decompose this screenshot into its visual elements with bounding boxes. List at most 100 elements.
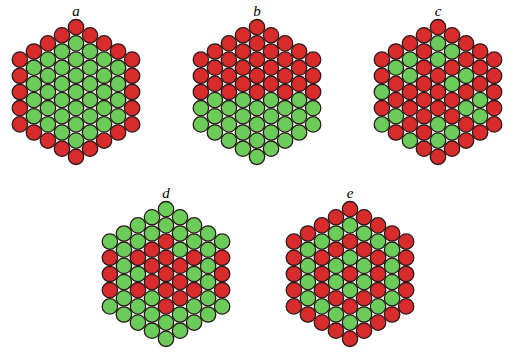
atom — [124, 101, 139, 116]
atom — [370, 283, 385, 298]
atom — [277, 52, 292, 67]
atom — [102, 234, 117, 249]
atom — [68, 52, 83, 67]
atom — [110, 76, 125, 91]
atom — [430, 68, 445, 83]
atom — [214, 234, 229, 249]
atom — [54, 109, 69, 124]
atom — [356, 258, 371, 273]
atom — [305, 101, 320, 116]
atom — [328, 323, 343, 338]
atom — [472, 92, 487, 107]
atom — [277, 101, 292, 116]
atom — [124, 68, 139, 83]
nanoparticle-cluster — [374, 20, 502, 165]
atom — [384, 274, 399, 289]
atom — [486, 68, 501, 83]
panel-letter: e — [347, 186, 354, 201]
atom — [12, 84, 27, 99]
atom — [444, 125, 459, 140]
atom — [444, 60, 459, 75]
atom — [172, 307, 187, 322]
atom — [416, 141, 431, 156]
atom — [402, 52, 417, 67]
atom — [130, 315, 145, 330]
atom — [402, 68, 417, 83]
nanoparticle-cluster — [102, 202, 230, 347]
atom — [221, 84, 236, 99]
panel-letter: d — [162, 186, 170, 201]
atom — [172, 242, 187, 257]
atom — [305, 84, 320, 99]
nanoparticle-cluster — [193, 20, 321, 165]
atom — [444, 92, 459, 107]
atom — [356, 274, 371, 289]
atom — [26, 92, 41, 107]
atom — [193, 52, 208, 67]
atom — [444, 76, 459, 91]
atom — [110, 125, 125, 140]
atom — [26, 125, 41, 140]
atom — [398, 250, 413, 265]
atom — [186, 315, 201, 330]
atom — [172, 226, 187, 241]
atom — [193, 68, 208, 83]
atom — [249, 36, 264, 51]
atom — [116, 242, 131, 257]
atom — [342, 234, 357, 249]
atom — [398, 283, 413, 298]
atom — [356, 291, 371, 306]
nanoparticle-cluster — [286, 202, 414, 347]
atom — [300, 226, 315, 241]
atom — [158, 266, 173, 281]
atom — [200, 258, 215, 273]
atom — [54, 92, 69, 107]
atom — [68, 84, 83, 99]
atom — [221, 68, 236, 83]
atom — [328, 274, 343, 289]
atom — [277, 68, 292, 83]
atom — [444, 28, 459, 43]
atom — [249, 101, 264, 116]
atom — [314, 250, 329, 265]
atom — [277, 117, 292, 132]
atom — [486, 84, 501, 99]
atom — [235, 44, 250, 59]
atom — [124, 52, 139, 67]
atom — [458, 101, 473, 116]
atom — [472, 125, 487, 140]
atom — [277, 133, 292, 148]
atom — [200, 291, 215, 306]
atom — [416, 109, 431, 124]
atom — [384, 258, 399, 273]
atom — [235, 28, 250, 43]
atom — [342, 266, 357, 281]
atom — [328, 210, 343, 225]
atom — [40, 36, 55, 51]
atom — [144, 323, 159, 338]
atom — [221, 133, 236, 148]
atom — [384, 307, 399, 322]
atom — [172, 323, 187, 338]
atom — [305, 117, 320, 132]
atom — [384, 226, 399, 241]
atom — [96, 101, 111, 116]
atom — [277, 36, 292, 51]
atom — [291, 125, 306, 140]
atom — [158, 250, 173, 265]
atom — [388, 76, 403, 91]
atom — [82, 76, 97, 91]
atom — [186, 266, 201, 281]
atom — [235, 141, 250, 156]
atom — [430, 133, 445, 148]
atom — [328, 307, 343, 322]
atom — [430, 101, 445, 116]
atom — [12, 117, 27, 132]
atom — [186, 299, 201, 314]
atom — [235, 109, 250, 124]
atom — [40, 52, 55, 67]
atom — [96, 68, 111, 83]
atom — [263, 60, 278, 75]
atom — [300, 258, 315, 273]
